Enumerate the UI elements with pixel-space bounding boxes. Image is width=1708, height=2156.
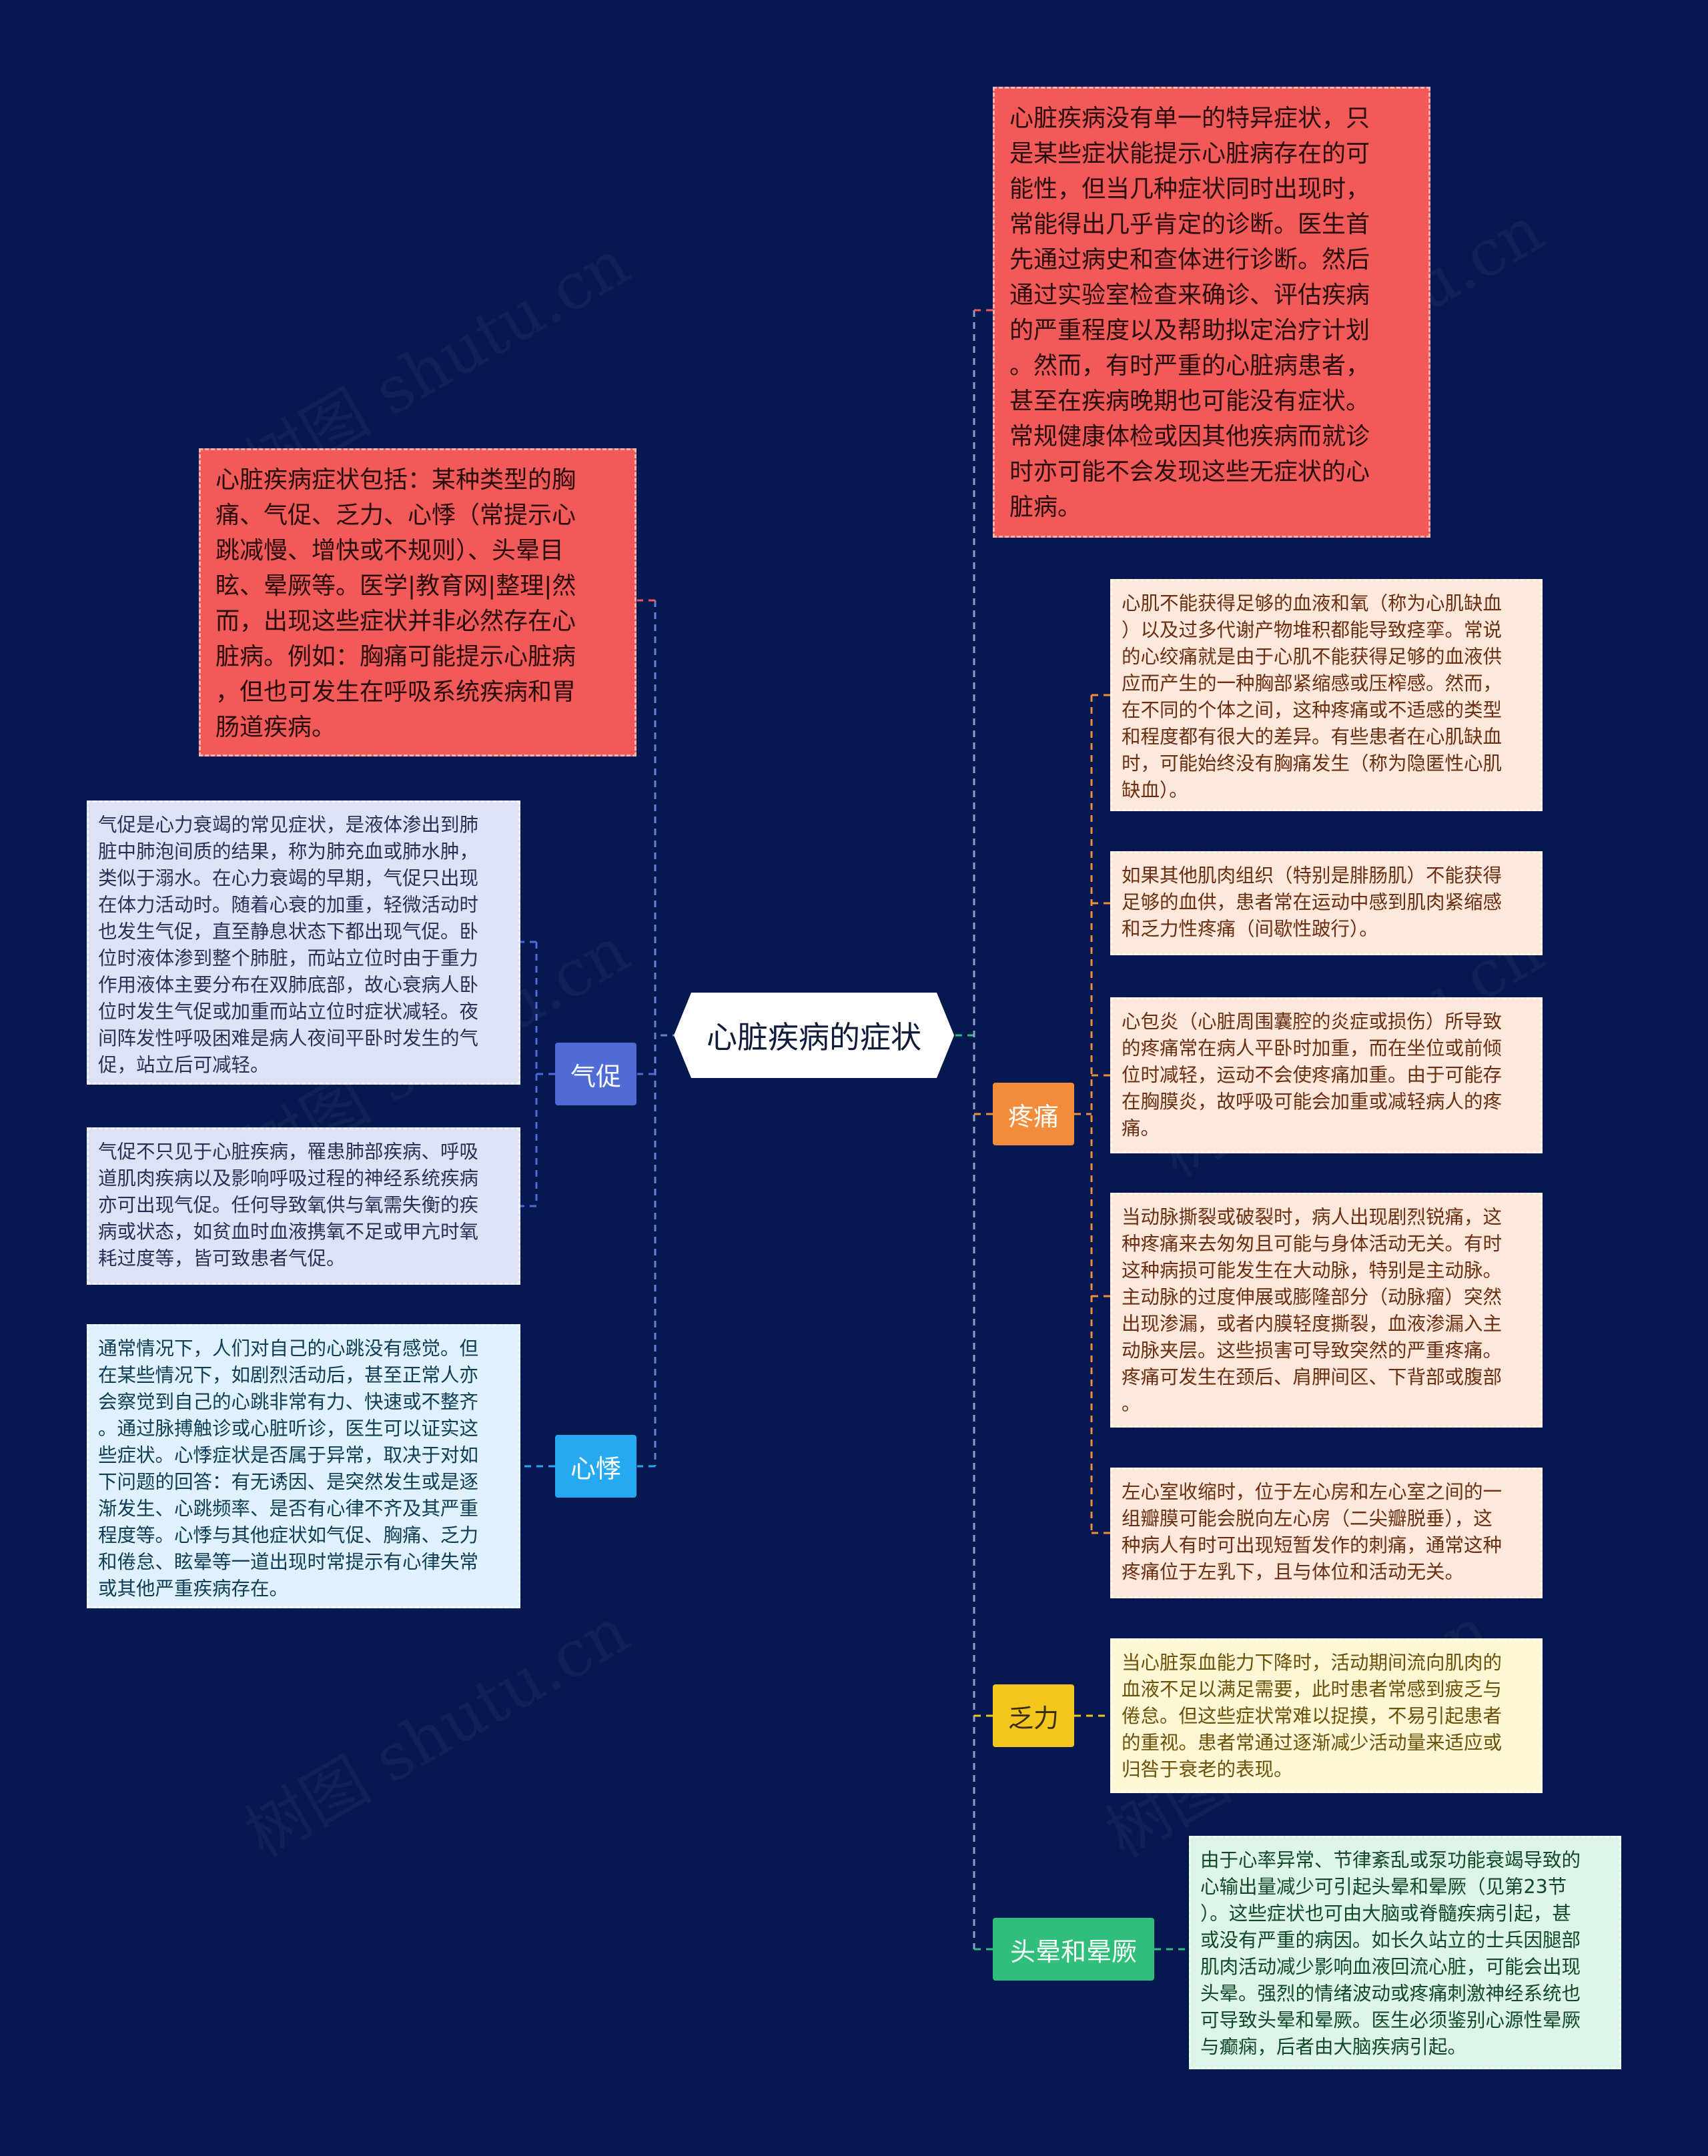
- branch-touyun[interactable]: 头晕和晕厥: [993, 1918, 1154, 1981]
- tengtong-note-4[interactable]: 当动脉撕裂或破裂时，病人出现剧烈锐痛，这 种疼痛来去匆匆且可能与身体活动无关。有…: [1110, 1193, 1543, 1428]
- tengtong-note-2[interactable]: 如果其他肌肉组织（特别是腓肠肌）不能获得 足够的血供，患者常在运动中感到肌肉紧缩…: [1110, 851, 1543, 955]
- qicu-note-2[interactable]: 气促不只见于心脏疾病，罹患肺部疾病、呼吸 道肌肉疾病以及影响呼吸过程的神经系统疾…: [87, 1127, 520, 1285]
- intro-note-left[interactable]: 心脏疾病症状包括：某种类型的胸 痛、气促、乏力、心悸（常提示心 跳减慢、增快或不…: [199, 448, 636, 756]
- branch-tengtong[interactable]: 疼痛: [993, 1083, 1074, 1145]
- tengtong-note-1[interactable]: 心肌不能获得足够的血液和氧（称为心肌缺血 ）以及过多代谢产物堆积都能导致痉挛。常…: [1110, 579, 1543, 811]
- root-topic[interactable]: 心脏疾病的症状: [674, 993, 954, 1078]
- touyun-note-1[interactable]: 由于心率异常、节律紊乱或泵功能衰竭导致的 心输出量减少可引起头晕和晕厥（见第23…: [1189, 1836, 1621, 2069]
- tengtong-note-5[interactable]: 左心室收缩时，位于左心房和左心室之间的一 组瓣膜可能会脱向左心房（二尖瓣脱垂），…: [1110, 1468, 1543, 1598]
- qicu-note-1[interactable]: 气促是心力衰竭的常见症状，是液体渗出到肺 脏中肺泡间质的结果，称为肺充血或肺水肿…: [87, 800, 520, 1085]
- branch-qicu[interactable]: 气促: [555, 1043, 636, 1105]
- xinji-note-1[interactable]: 通常情况下，人们对自己的心跳没有感觉。但 在某些情况下，如剧烈活动后，甚至正常人…: [87, 1324, 520, 1608]
- tengtong-note-3[interactable]: 心包炎（心脏周围囊腔的炎症或损伤）所导致 的疼痛常在病人平卧时加重，而在坐位或前…: [1110, 997, 1543, 1153]
- fali-note-1[interactable]: 当心脏泵血能力下降时，活动期间流向肌肉的 血液不足以满足需要，此时患者常感到疲乏…: [1110, 1638, 1543, 1793]
- branch-fali[interactable]: 乏力: [993, 1684, 1074, 1747]
- intro-note-right[interactable]: 心脏疾病没有单一的特异症状，只 是某些症状能提示心脏病存在的可 能性，但当几种症…: [993, 87, 1430, 538]
- branch-xinji[interactable]: 心悸: [555, 1435, 636, 1498]
